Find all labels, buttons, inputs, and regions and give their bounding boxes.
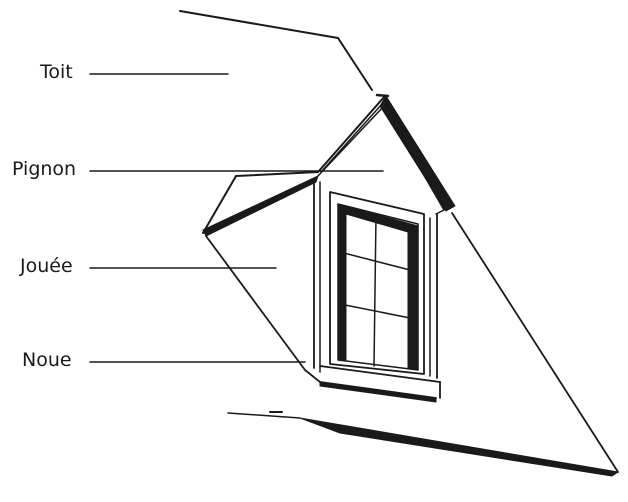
label-noue: Noue (22, 349, 72, 371)
label-jouee: Jouée (20, 255, 73, 277)
dormer-roof-left-thick (202, 175, 319, 237)
dormer-ridge-right-thick (379, 95, 456, 212)
dormer-cheek (205, 235, 321, 383)
label-pignon: Pignon (12, 158, 77, 180)
window-transom-2 (339, 303, 411, 319)
label-toit: Toit (40, 61, 73, 83)
window-sill-bottom-thick (319, 381, 437, 403)
window-outer-frame (329, 191, 425, 375)
gable-face (317, 105, 445, 215)
dormer-roof-left (202, 171, 319, 234)
dormer-ridge-inner (320, 103, 383, 173)
window-frame-thick (337, 203, 419, 371)
roof-right-edge (451, 212, 619, 473)
dormer-ridge-left (317, 95, 386, 173)
roof-eave-thick (299, 417, 619, 477)
window-sill-top (319, 365, 441, 383)
roof-eave-thin (227, 412, 301, 419)
roof-slope-line (179, 10, 373, 91)
window-mullion-vertical (373, 215, 377, 367)
window-transom-1 (339, 251, 411, 271)
window-inner (337, 203, 419, 371)
